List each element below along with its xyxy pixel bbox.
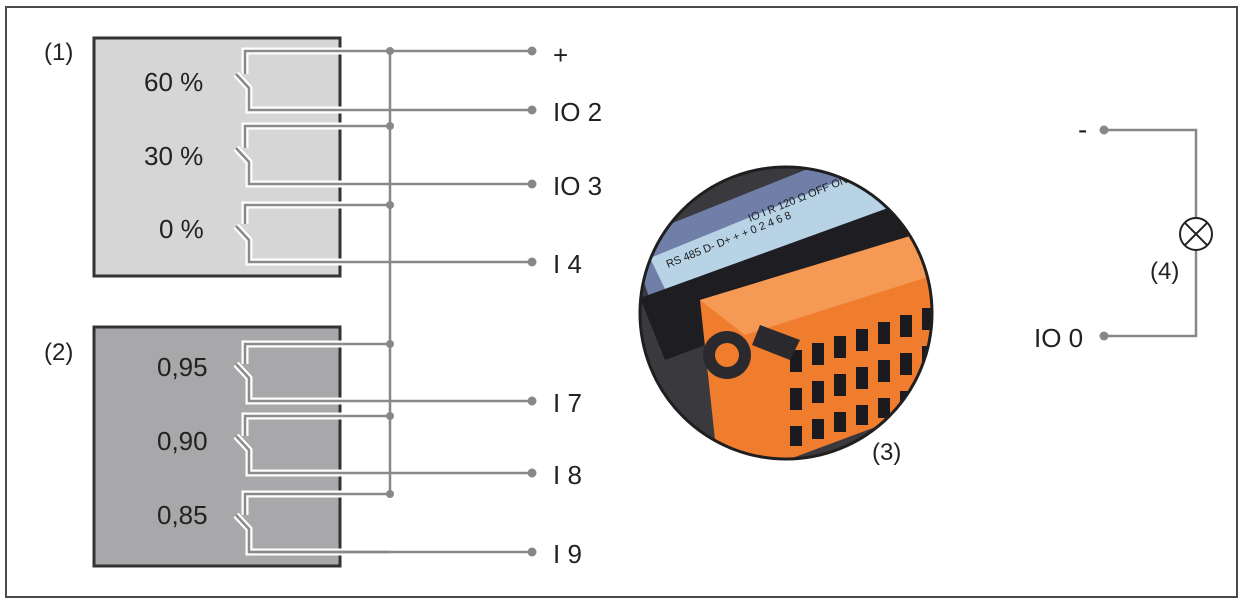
load-circuit-wire xyxy=(1104,128,1198,338)
terminal-io3: IO 3 xyxy=(553,171,602,201)
relay-box-1 xyxy=(92,36,342,278)
terminal-dots xyxy=(527,46,537,557)
terminal-minus: - xyxy=(1078,114,1087,145)
terminal-io0: IO 0 xyxy=(1034,323,1083,353)
junction-dots xyxy=(386,47,394,498)
setting-60-percent: 60 % xyxy=(144,67,203,97)
group-1-tag: (1) xyxy=(44,39,73,66)
terminal-i7: I 7 xyxy=(553,388,582,418)
setting-0-percent: 0 % xyxy=(159,214,204,244)
terminal-io0-dot xyxy=(1099,331,1109,341)
setting-0-95: 0,95 xyxy=(157,352,208,382)
diagram-frame xyxy=(5,6,1238,598)
terminal-i4: I 4 xyxy=(553,249,582,279)
group-2-tag: (2) xyxy=(44,339,73,366)
load-tag: (4) xyxy=(1150,258,1179,285)
terminal-plus: + xyxy=(553,40,568,70)
setting-0-85: 0,85 xyxy=(157,500,208,530)
lamp-icon xyxy=(1179,217,1213,251)
terminal-minus-dot xyxy=(1099,125,1109,135)
relay-box-2 xyxy=(92,325,342,568)
connector-tag: (3) xyxy=(872,439,901,466)
terminal-io2: IO 2 xyxy=(553,97,602,127)
terminal-i8: I 8 xyxy=(553,460,582,490)
setting-0-90: 0,90 xyxy=(157,426,208,456)
setting-30-percent: 30 % xyxy=(144,141,203,171)
terminal-i9: I 9 xyxy=(553,539,582,569)
switch-contacts xyxy=(233,47,390,556)
connector-photo: RS 485 D- D+ + + 0 2 4 6 8 IO I R 120 Ω … xyxy=(638,165,934,461)
